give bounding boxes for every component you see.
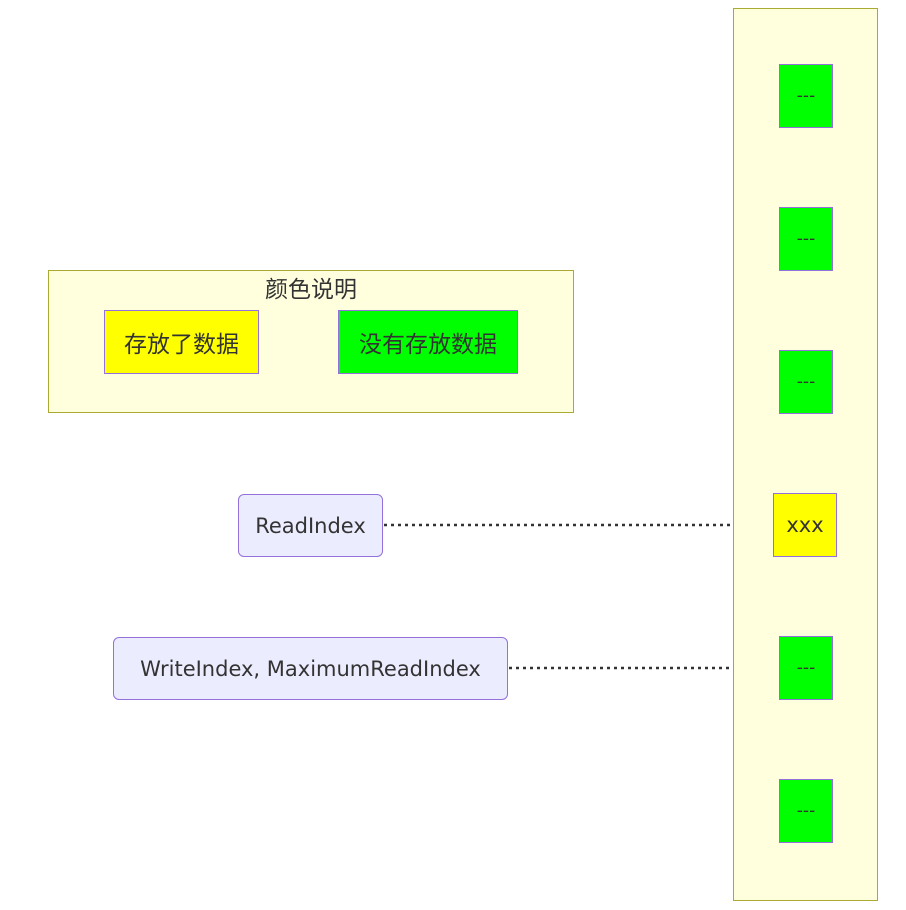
buffer-slot: --- (779, 64, 833, 128)
legend-stored-swatch: 存放了数据 (104, 310, 259, 374)
buffer-column (733, 8, 878, 901)
buffer-slot: --- (779, 636, 833, 700)
buffer-slot: --- (779, 779, 833, 843)
legend-empty-swatch: 没有存放数据 (338, 310, 518, 374)
buffer-slot: --- (779, 350, 833, 414)
legend-title: 颜色说明 (265, 277, 357, 303)
read-index-node: ReadIndex (238, 494, 383, 557)
write-index-node: WriteIndex, MaximumReadIndex (113, 637, 508, 700)
buffer-slot-stored: xxx (773, 493, 837, 557)
buffer-slot: --- (779, 207, 833, 271)
